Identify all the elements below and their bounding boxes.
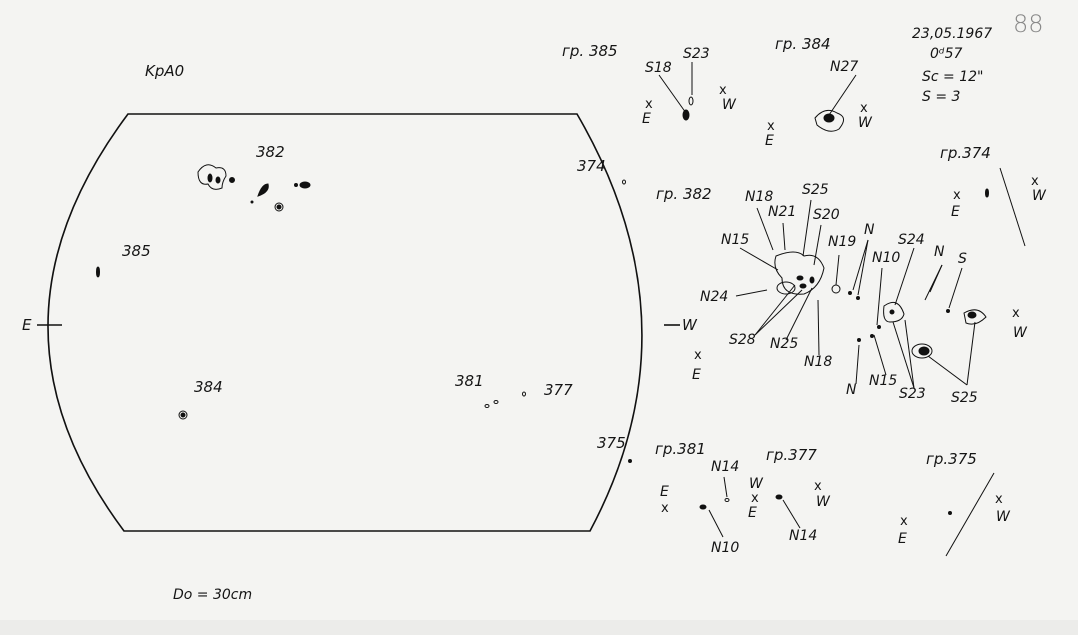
west-marker: W (996, 509, 1010, 525)
disk-group-label: 381 (455, 372, 484, 390)
spot-label: N15 (869, 373, 898, 389)
spot-label: S28 (729, 332, 756, 348)
east-marker: E (951, 204, 960, 220)
spot-label: N27 (830, 59, 859, 75)
sheet-number: 88 (1013, 10, 1044, 38)
observation-time: 0ᵈ57 (930, 46, 963, 62)
scale-value: Sc = 12" (922, 69, 984, 85)
group-heading: гр. 384 (775, 35, 831, 53)
cross-marker: x (694, 348, 702, 363)
west-marker: W (1013, 325, 1027, 341)
group-heading: гр. 385 (562, 42, 618, 60)
cross-marker: x (661, 501, 669, 516)
scan-margin (0, 620, 1078, 635)
cross-marker: x (645, 97, 653, 112)
east-marker: E (692, 367, 701, 383)
group-heading: гр.381 (655, 440, 706, 458)
cross-marker: x (1012, 306, 1020, 321)
group-heading: гр. 382 (656, 185, 712, 203)
seeing-value: S = 3 (922, 89, 961, 105)
disk-east-label: E (22, 316, 32, 334)
spot-label: N10 (711, 540, 740, 556)
cross-marker: x (995, 492, 1003, 507)
east-marker: E (642, 111, 651, 127)
group-heading: гр.377 (766, 446, 817, 464)
spot-label: S23 (899, 386, 926, 402)
spot-label: N (846, 382, 857, 398)
spot-label: N25 (770, 336, 799, 352)
spot-label: S18 (645, 60, 672, 76)
spot-label: N14 (789, 528, 818, 544)
spot-label: S23 (683, 46, 710, 62)
east-marker: E (748, 505, 757, 521)
spot-label: N10 (872, 250, 901, 266)
spot-label: N (934, 244, 945, 260)
spot-label: N24 (700, 289, 729, 305)
cross-marker: x (719, 83, 727, 98)
spot-label: S25 (951, 390, 978, 406)
spot-label: N (864, 222, 875, 238)
cross-marker: x (953, 188, 961, 203)
observatory-code: KpA0 (145, 62, 185, 80)
cross-marker: x (814, 479, 822, 494)
disk-group-label: 384 (194, 378, 223, 396)
west-marker: W (749, 476, 763, 492)
west-marker: W (1032, 188, 1046, 204)
group-spots (682, 96, 989, 515)
spot-label: S25 (802, 182, 829, 198)
cross-marker: x (751, 491, 759, 506)
group-heading: гр.375 (926, 450, 977, 468)
spot-label: N15 (721, 232, 750, 248)
leader-lines (658, 62, 1026, 557)
spot-label: N19 (828, 234, 857, 250)
spot-label: N14 (711, 459, 740, 475)
spot-label: S24 (898, 232, 925, 248)
cross-marker: x (900, 514, 908, 529)
solar-disk-outline (47, 113, 643, 532)
spot-label: N18 (804, 354, 833, 370)
group-heading: гр.374 (940, 144, 991, 162)
disk-diameter: Dᴏ = 30cm (173, 587, 253, 603)
west-marker: W (816, 494, 830, 510)
east-marker: E (898, 531, 907, 547)
disk-group-label: 385 (122, 242, 151, 260)
cross-marker: x (860, 101, 868, 116)
disk-spots (96, 164, 632, 463)
disk-group-label: 377 (544, 381, 573, 399)
cross-marker: x (767, 119, 775, 134)
west-marker: W (722, 97, 736, 113)
west-marker: W (858, 115, 872, 131)
east-marker: E (765, 133, 774, 149)
observation-date: 23,05.1967 (912, 26, 993, 42)
disk-group-label: 382 (256, 143, 285, 161)
spot-label: N21 (768, 204, 797, 220)
spot-label: N18 (745, 189, 774, 205)
disk-west-label: W (682, 316, 697, 334)
cross-marker: x (1031, 174, 1039, 189)
disk-group-label: 375 (597, 434, 626, 452)
east-marker: E (660, 484, 669, 500)
disk-group-label: 374 (577, 157, 606, 175)
spot-label: S20 (813, 207, 840, 223)
spot-label: S (958, 251, 967, 267)
